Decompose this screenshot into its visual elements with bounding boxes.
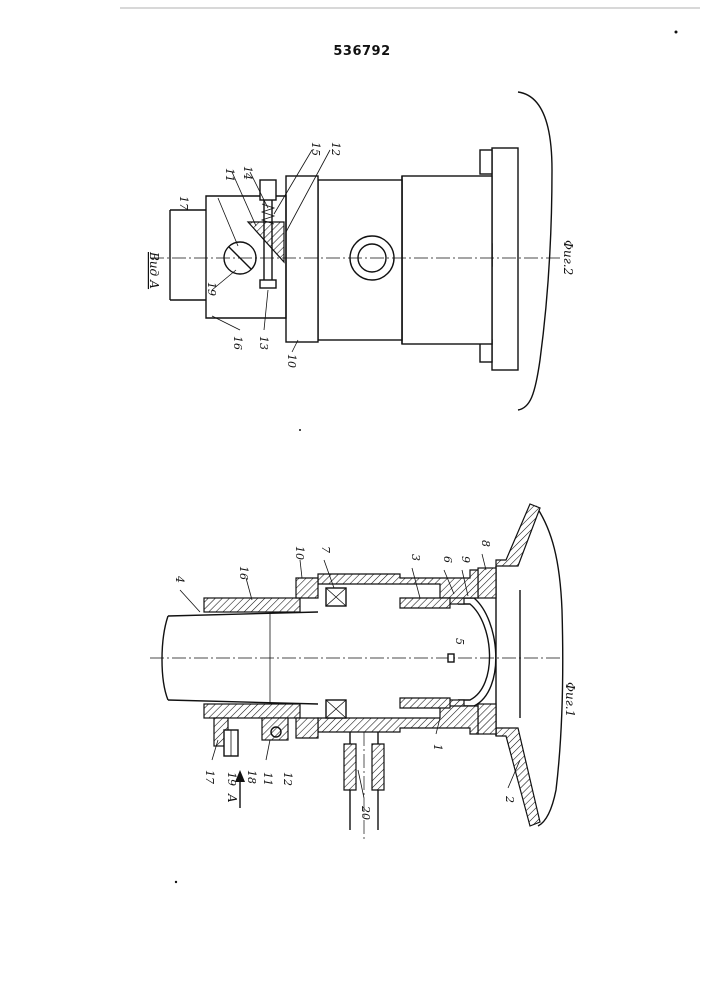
leader — [246, 578, 252, 600]
fig1-label-2: 2 — [503, 795, 516, 803]
fig2-base-body — [518, 92, 552, 410]
fig2-wedge-11 — [248, 222, 284, 262]
fig2-label-11: 11 — [223, 168, 236, 182]
fig2-housing-lower — [402, 176, 492, 344]
fig2-label-13: 13 — [257, 336, 270, 350]
leader — [358, 770, 364, 798]
fig1-label-8: 8 — [479, 540, 492, 547]
fig1-sleeve-16-bottom — [204, 704, 300, 718]
fig1-label-7: 7 — [319, 546, 332, 553]
fig1-label-5: 5 — [453, 638, 466, 645]
fig1-nozzle-wall-right — [372, 744, 384, 790]
fig1-drawing: 4 16 10 7 3 6 9 8 5 17 19 18 11 12 20 1 … — [150, 504, 577, 840]
fig2-label-16: 16 — [231, 336, 244, 350]
fig2-view-title: Вид А — [147, 251, 161, 289]
fig1-item-5 — [448, 654, 454, 662]
fig2-block-16 — [206, 196, 286, 318]
fig1-caption: Фиг.1 — [563, 682, 577, 717]
leader — [180, 590, 200, 612]
fig2-label-17: 17 — [177, 196, 190, 210]
fig1-label-4: 4 — [173, 575, 186, 583]
fig1-label-19: 19 — [225, 772, 238, 786]
fig1-base-body — [536, 506, 563, 826]
fig2-caption: Фиг.2 — [561, 240, 575, 275]
fig2-label-10: 10 — [285, 354, 298, 368]
leader — [300, 560, 302, 578]
fig2-bolt-top — [480, 150, 492, 174]
fig2-drawing: 17 11 14 15 12 19 16 13 10 Вид А Фиг.2 — [147, 92, 575, 410]
leader — [266, 740, 270, 760]
fig1-label-16: 16 — [237, 566, 250, 580]
fig1-flange-8-top — [478, 568, 496, 598]
fig1-dome-inner — [458, 604, 490, 700]
fig1-ring-10-bottom — [296, 718, 318, 738]
fig1-flange-8-bottom — [478, 704, 496, 734]
fig1-base-top — [496, 504, 540, 566]
fig1-view-arrow-label: A — [225, 793, 239, 803]
fig1-base-bottom — [496, 728, 540, 826]
fig1-ring-10-top — [296, 578, 318, 598]
fig2-label-19: 19 — [205, 282, 218, 296]
fig1-label-12: 12 — [281, 772, 294, 786]
fig2-flange — [492, 148, 518, 370]
fig1-nozzle-wall-left — [344, 744, 356, 790]
fig1-label-1: 1 — [431, 744, 444, 751]
fig1-label-6: 6 — [441, 556, 454, 563]
speck — [299, 429, 301, 431]
fig2-label-14: 14 — [241, 166, 254, 180]
fig2-label-12: 12 — [329, 142, 342, 156]
fig1-label-3: 3 — [409, 554, 422, 561]
fig2-housing-upper — [318, 180, 402, 340]
fig1-label-9: 9 — [459, 556, 472, 563]
fig1-sleeve-3-bottom — [400, 698, 450, 708]
leader — [218, 198, 238, 246]
fig1-label-10: 10 — [293, 546, 306, 560]
fig2-label-15: 15 — [309, 142, 322, 156]
leader — [264, 290, 268, 330]
speck — [175, 881, 177, 883]
fig1-sleeve-16-top — [204, 598, 300, 612]
speck — [675, 31, 678, 34]
fig2-screw-head — [260, 280, 276, 288]
fig1-sleeve-3-top — [400, 598, 450, 608]
fig1-label-18: 18 — [245, 770, 258, 784]
fig2-ring-10 — [286, 176, 318, 342]
fig1-label-20: 20 — [359, 805, 372, 820]
fig1-label-11: 11 — [261, 772, 274, 786]
fig2-pipe-17 — [170, 210, 206, 300]
fig1-label-17: 17 — [203, 770, 216, 784]
